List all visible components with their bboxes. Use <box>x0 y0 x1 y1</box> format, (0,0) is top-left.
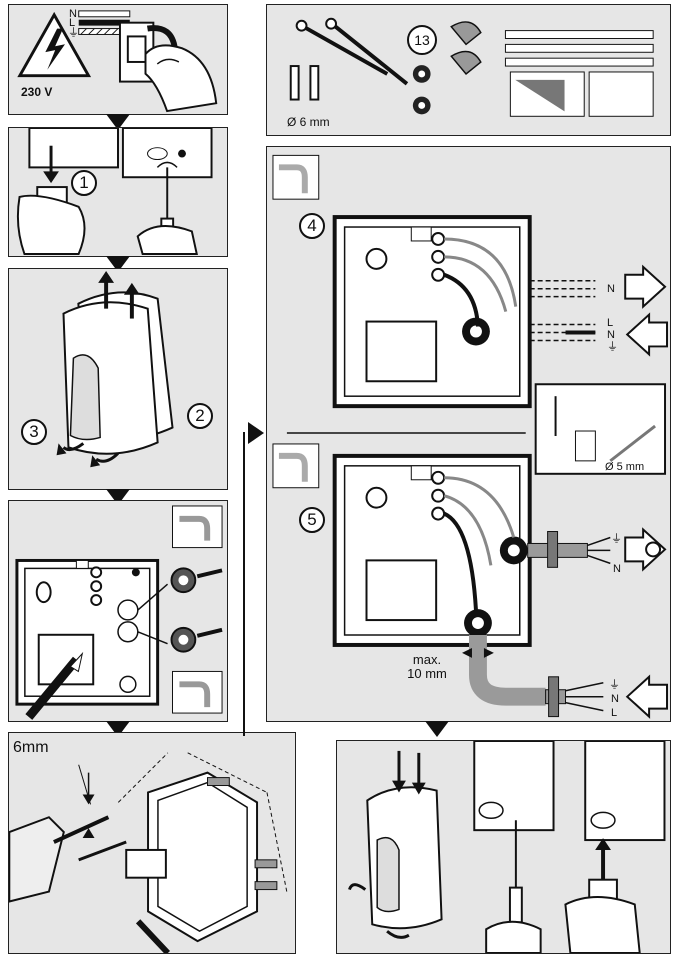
bottom-n-label: N <box>611 693 619 705</box>
panel-drill-mount: 6mm <box>8 732 296 954</box>
flow-arrow-5 <box>425 721 449 737</box>
panel-mark-holes <box>8 500 228 722</box>
panel-parts: Ø 6 mm 13 <box>266 4 671 136</box>
screw-icon <box>295 17 409 86</box>
dowel-icon <box>207 777 278 891</box>
dowel-icon <box>289 65 320 101</box>
step-1-badge: 1 <box>71 170 97 196</box>
pencil-icon <box>25 651 84 720</box>
flow-arrow-1 <box>106 114 130 130</box>
top-earth-label: ⏚ <box>607 341 618 353</box>
hole-diameter-label: Ø 6 mm <box>287 115 330 129</box>
grommet-icon <box>170 567 197 653</box>
drill-icon <box>9 815 110 903</box>
panel-remove-cap: 1 <box>8 127 228 257</box>
panel-wiring: 4 5 max. 10 mm Ø 5 mm N L N ⏚ ⏚ N ⏚ N L <box>266 146 671 722</box>
step-5-badge: 5 <box>299 507 325 533</box>
screw-icon <box>78 840 127 862</box>
arrow-right-icon <box>624 264 667 309</box>
power-off-illustration <box>17 10 218 113</box>
step-3-badge: 3 <box>21 419 47 445</box>
top-l-label: L <box>607 317 614 329</box>
panel-power-off: 230 V N L ⏚ <box>8 4 228 115</box>
bottom-earth-label: ⏚ <box>609 679 620 691</box>
panel-remove-covers: 2 3 <box>8 268 228 490</box>
part-13-badge: 13 <box>407 25 437 55</box>
step-4-badge: 4 <box>299 213 325 239</box>
legend-n: N <box>69 8 77 20</box>
drill-size-label: 6mm <box>13 739 49 756</box>
legend-earth: ⏚ <box>68 27 79 39</box>
legend-l: L <box>69 17 76 29</box>
flow-arrow-right <box>248 422 264 444</box>
bottom-l-label: L <box>611 707 618 719</box>
cable-max-label: max. 10 mm <box>407 652 447 681</box>
top-n-label: N <box>607 283 615 295</box>
step-2-badge: 2 <box>187 403 213 429</box>
mid-n-label: N <box>613 563 621 575</box>
wire-diameter-label: Ø 5 mm <box>605 461 645 473</box>
top-n2-label: N <box>607 329 615 341</box>
mid-earth-label: ⏚ <box>611 533 622 545</box>
arrow-left-icon <box>625 312 669 357</box>
panel-reassemble <box>336 740 671 954</box>
voltage-label: 230 V <box>21 85 53 99</box>
